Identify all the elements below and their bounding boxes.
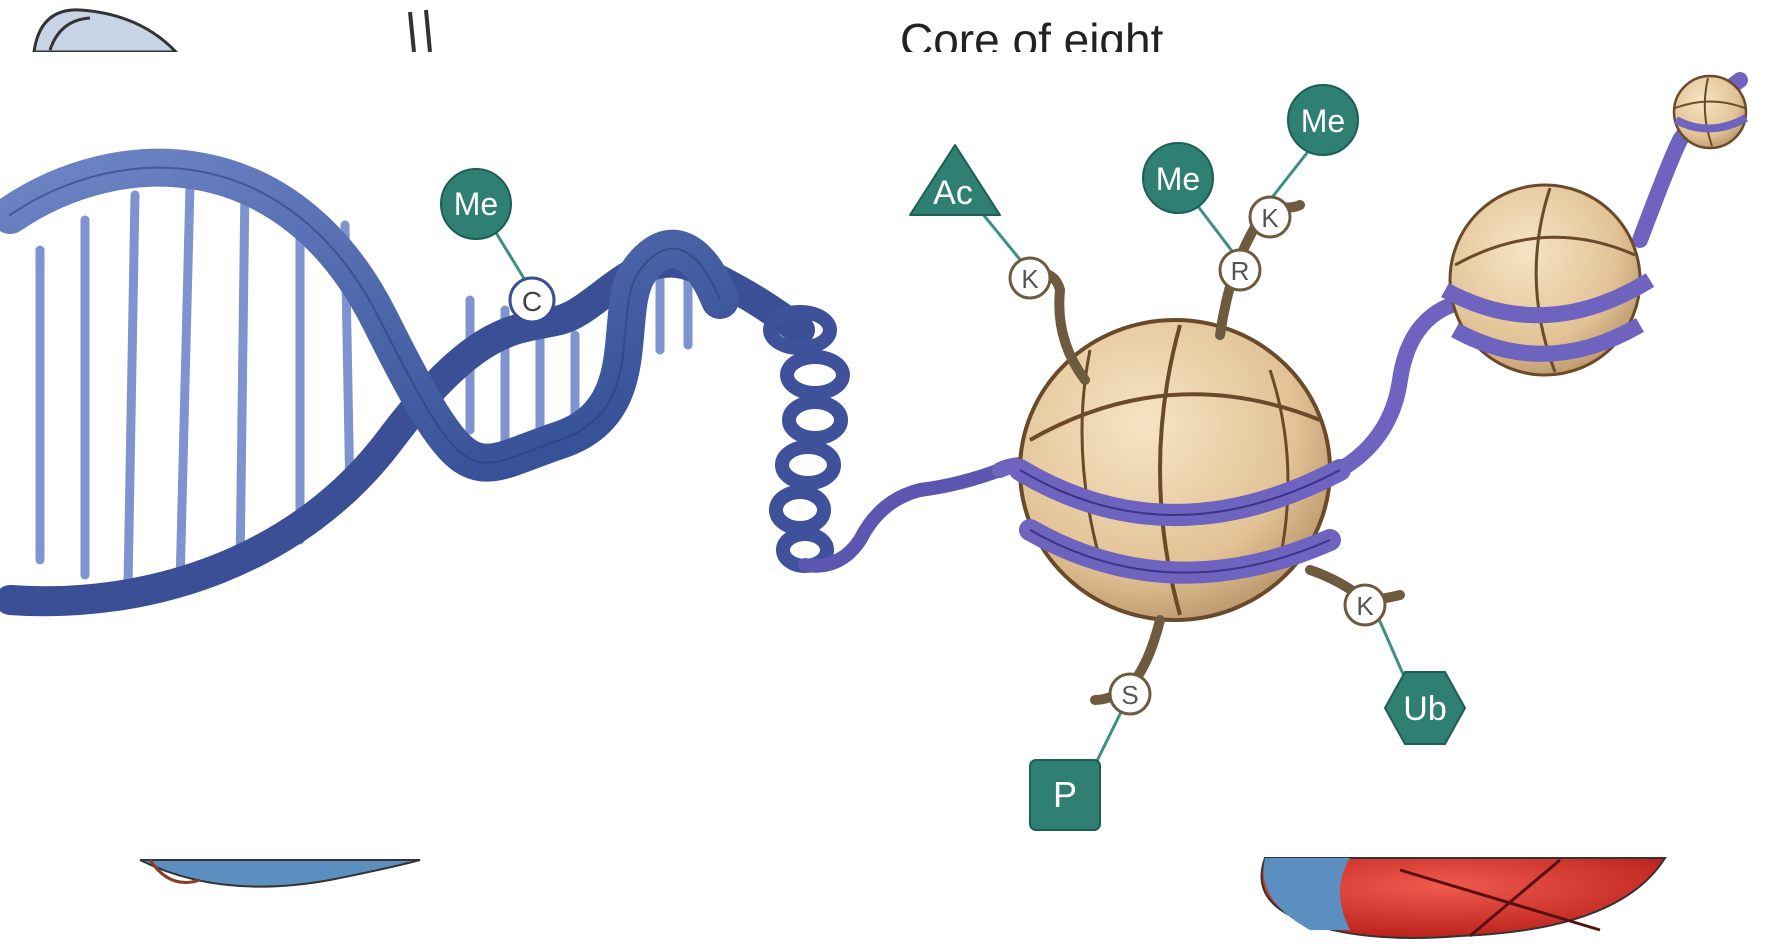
arginine-residue-label: R — [1231, 256, 1250, 286]
serine-residue-label: S — [1121, 680, 1138, 710]
lysine-residue-acetyl-label: K — [1021, 264, 1039, 294]
methyl-tag-arginine-label: Me — [1156, 161, 1200, 197]
cytosine-residue-label: C — [522, 286, 542, 317]
nucleosome-main — [1020, 320, 1340, 620]
phosphorylation-mark: S P — [1030, 674, 1150, 830]
cropped-figure-fragment-bottom — [140, 858, 1665, 938]
dna-double-helix — [10, 168, 1000, 602]
dna-methylation-mark: Me C — [441, 169, 554, 322]
phosphate-tag-label: P — [1053, 774, 1077, 815]
arginine-methylation-mark: Me R — [1143, 143, 1260, 290]
lysine-methylation-mark: Me K — [1250, 85, 1358, 237]
ubiquitination-mark: K Ub — [1345, 585, 1465, 744]
nucleosome-small — [1674, 76, 1746, 148]
nucleosome-secondary — [1445, 185, 1650, 375]
ubiquitin-tag-label: Ub — [1403, 690, 1446, 728]
cropped-figure-fragment-top — [34, 10, 430, 52]
methyl-tag-dna-label: Me — [454, 186, 498, 222]
lysine-residue-methyl-label: K — [1261, 203, 1279, 233]
methyl-tag-lysine-label: Me — [1301, 103, 1345, 139]
lysine-residue-ubiquitin-label: K — [1356, 591, 1374, 621]
acetylation-mark: Ac K — [910, 145, 1050, 298]
acetyl-tag-label: Ac — [933, 174, 973, 212]
